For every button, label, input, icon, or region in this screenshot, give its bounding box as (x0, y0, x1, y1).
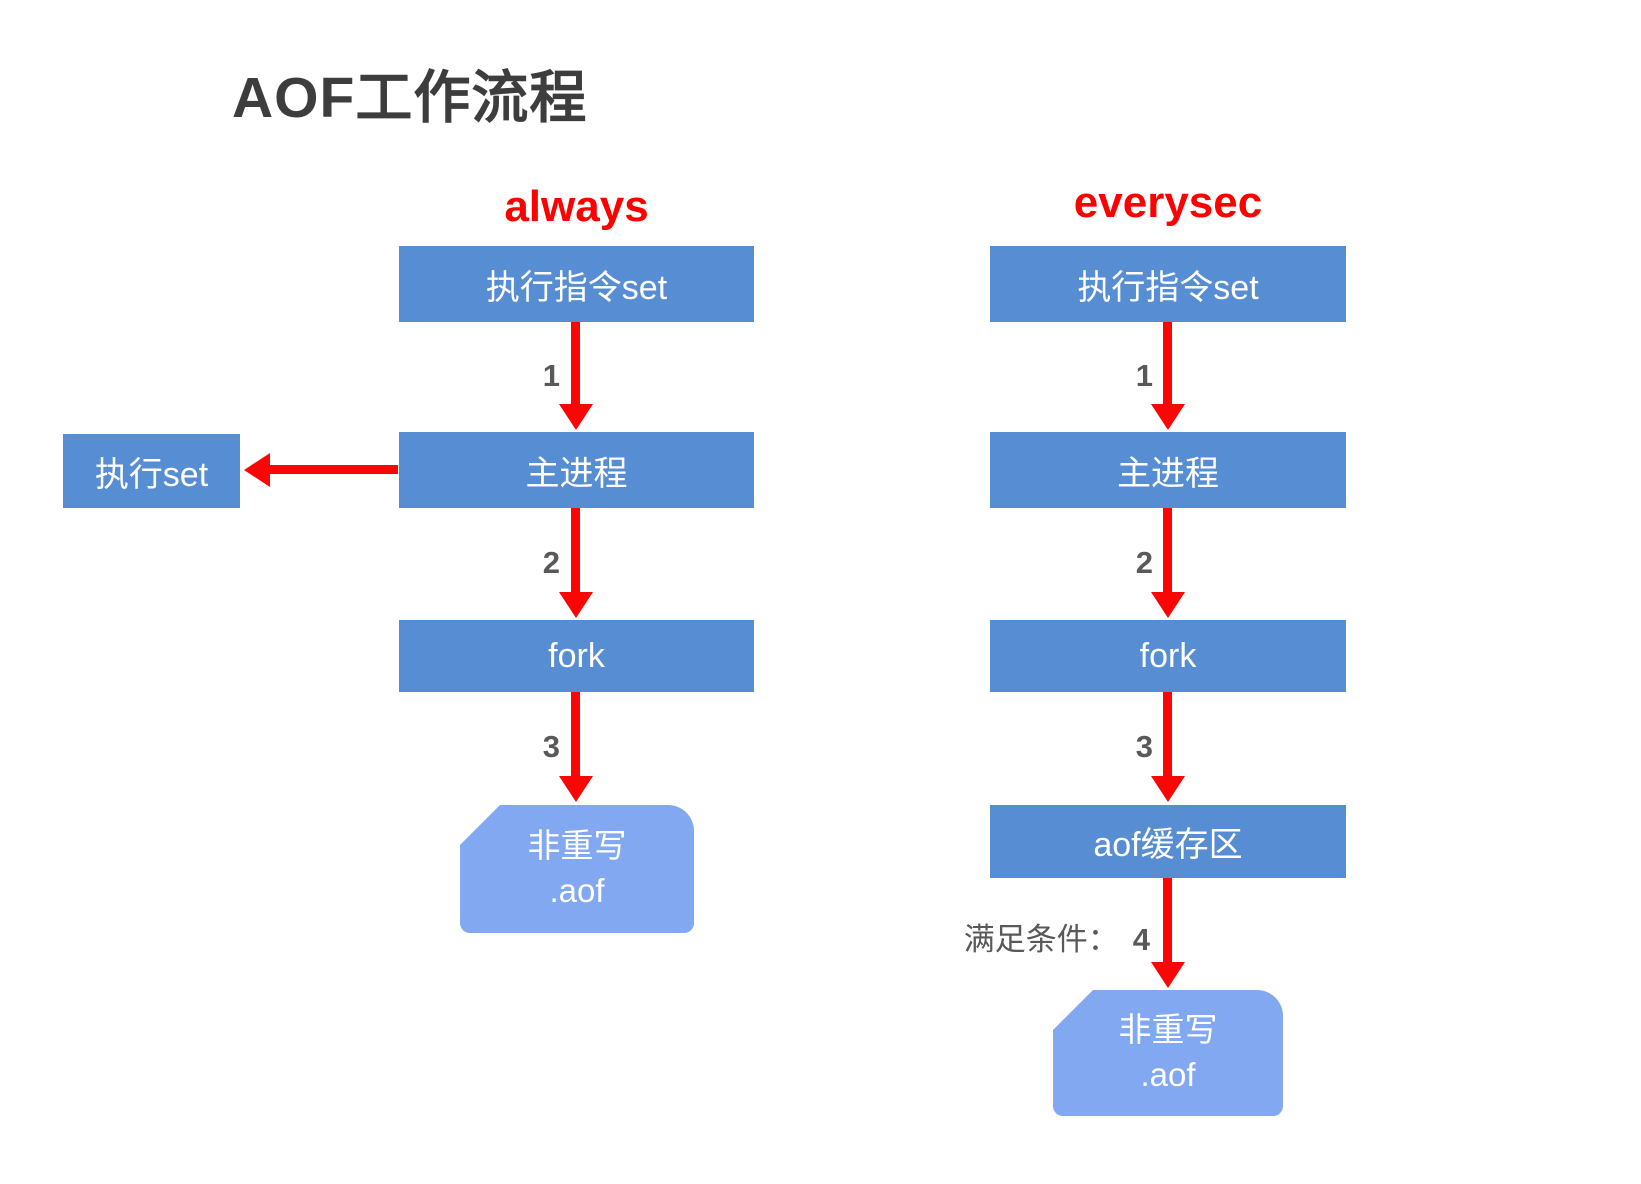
down-arrow-4 (1163, 878, 1172, 963)
node-fork: fork (990, 620, 1346, 692)
node-label: 主进程 (525, 454, 628, 493)
down-arrow-1 (571, 322, 580, 405)
down-arrow-3 (1163, 692, 1172, 777)
down-arrow-1 (1163, 322, 1172, 405)
arrow-step-label: 4 (1132, 922, 1150, 957)
flow-heading-always: always (504, 182, 649, 231)
node-execute-command: 执行指令set (399, 246, 754, 322)
node-main-process: 主进程 (990, 432, 1346, 508)
down-arrow-2 (1163, 508, 1172, 593)
down-arrow-3 (571, 692, 580, 777)
node-label: 执行指令set (1077, 268, 1259, 307)
file-label-line1: 非重写 (1118, 1011, 1218, 1049)
node-label: aof缓存区 (1093, 826, 1243, 864)
file-label-line2: .aof (549, 872, 605, 909)
left-arrow (269, 465, 398, 474)
node-main-process: 主进程 (399, 432, 754, 508)
page-title: AOF工作流程 (232, 66, 588, 130)
arrow-step-label: 1 (542, 358, 560, 393)
node-aof-buffer: aof缓存区 (990, 805, 1346, 878)
arrow-step-label: 3 (542, 729, 560, 764)
file-label-line1: 非重写 (527, 827, 627, 865)
node-label: 执行指令set (485, 268, 668, 307)
condition-text: 满足条件： (963, 922, 1119, 957)
arrow-step-label: 3 (1135, 729, 1153, 764)
node-label: fork (548, 636, 605, 675)
arrow-step-label: 2 (542, 545, 560, 580)
node-label: 主进程 (1117, 454, 1219, 493)
node-aof-file: 非重写 .aof (460, 805, 694, 933)
condition-label: 满足条件： 4 (850, 914, 1150, 959)
arrow-step-label: 2 (1135, 545, 1153, 580)
node-execute-command: 执行指令set (990, 246, 1346, 322)
node-execute-set: 执行set (63, 434, 240, 508)
node-aof-file: 非重写 .aof (1053, 990, 1283, 1116)
file-label-line2: .aof (1140, 1056, 1196, 1093)
flow-heading-everysec: everysec (1073, 178, 1263, 227)
arrow-step-label: 1 (1135, 358, 1153, 393)
node-fork: fork (399, 620, 754, 692)
node-label: 执行set (94, 455, 209, 494)
node-label: fork (1139, 636, 1197, 675)
down-arrow-2 (571, 508, 580, 593)
